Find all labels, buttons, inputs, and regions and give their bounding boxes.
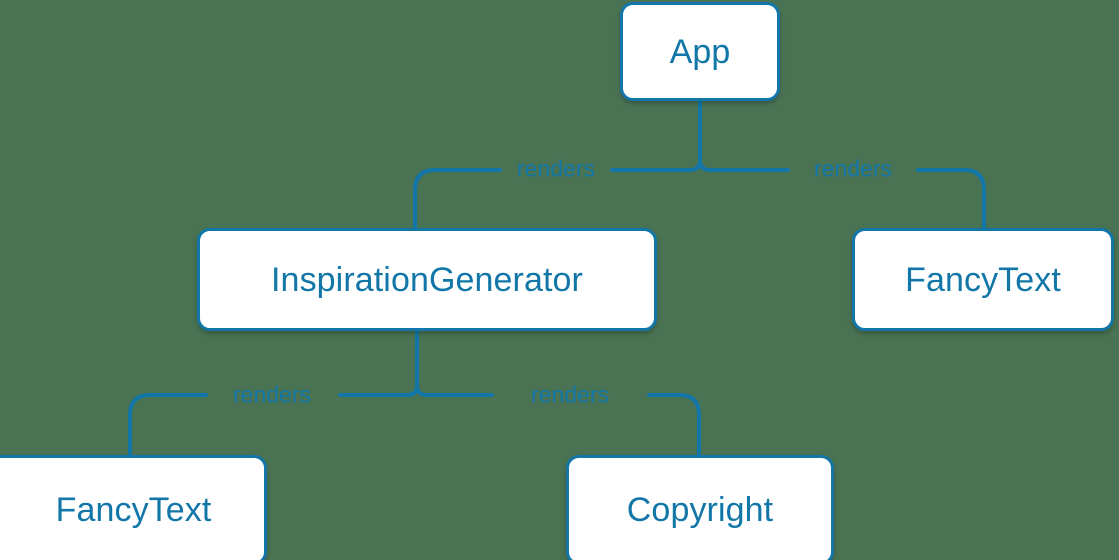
edge-inspiration-stem bbox=[405, 329, 419, 397]
node-fancytext-bottom[interactable]: FancyText bbox=[0, 455, 267, 560]
node-inspiration-generator[interactable]: InspirationGenerator bbox=[197, 228, 657, 331]
edge-label-inspiration-to-fancytext-bottom: renders bbox=[233, 381, 311, 408]
node-fancytext-right[interactable]: FancyText bbox=[852, 228, 1114, 331]
edge-label-app-to-fancytext-right: renders bbox=[814, 155, 892, 182]
edge-app-stem-right bbox=[698, 99, 712, 172]
edge-label-app-to-inspiration: renders bbox=[517, 155, 595, 182]
node-copyright[interactable]: Copyright bbox=[566, 455, 834, 560]
edge-inspiration-stem-right bbox=[415, 329, 429, 397]
node-app-label: App bbox=[669, 32, 731, 71]
edge-app-stem bbox=[688, 99, 702, 172]
node-inspiration-generator-label: InspirationGenerator bbox=[271, 260, 583, 299]
node-copyright-label: Copyright bbox=[626, 491, 774, 529]
edge-label-inspiration-to-copyright: renders bbox=[531, 381, 609, 408]
node-fancytext-right-label: FancyText bbox=[905, 260, 1061, 299]
node-app[interactable]: App bbox=[620, 2, 780, 101]
node-fancytext-bottom-label: FancyText bbox=[55, 491, 212, 529]
